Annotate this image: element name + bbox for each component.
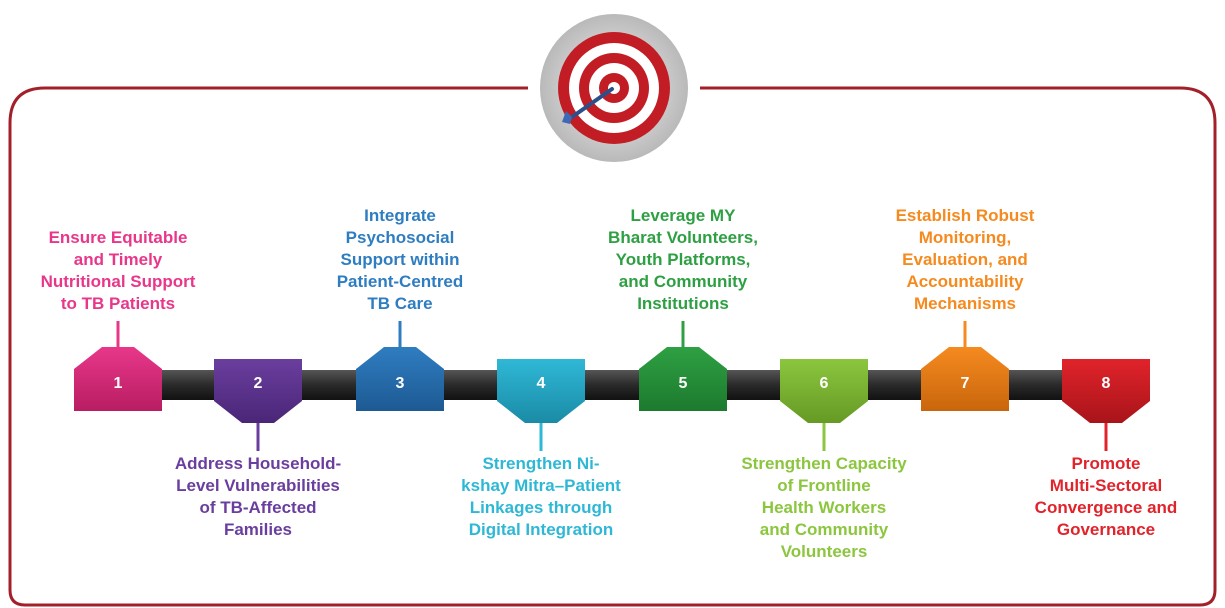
step-label-line: and Timely	[73, 250, 163, 269]
step-label-line: Governance	[1056, 520, 1156, 539]
step-marker-shape	[780, 359, 868, 423]
step-label-line: TB Care	[367, 294, 433, 313]
step-label-line: Accountability	[906, 272, 1024, 291]
step-label-line: Support within	[340, 250, 460, 269]
frame-border	[8, 86, 1217, 607]
step-label-line: of TB-Affected	[199, 498, 317, 517]
step-label-line: Health Workers	[761, 498, 887, 517]
step-label-line: Ensure Equitable	[48, 228, 188, 247]
step-label-line: Digital Integration	[468, 520, 614, 539]
step-label-line: Address Household-	[174, 454, 342, 473]
step-number-2: 2	[253, 375, 263, 392]
step-marker-3	[356, 321, 444, 411]
step-marker-shape	[356, 347, 444, 411]
step-label-line: Mechanisms	[913, 294, 1017, 313]
step-label-line: Youth Platforms,	[615, 250, 751, 269]
step-marker-shape	[921, 347, 1009, 411]
step-label-line: Bharat Volunteers,	[608, 228, 758, 247]
step-label-line: Multi-Sectoral	[1049, 476, 1163, 495]
step-label-line: Institutions	[637, 294, 729, 313]
step-label-5: Leverage MY Bharat Volunteers, Youth Platf…	[583, 205, 783, 315]
step-marker-shape	[74, 347, 162, 411]
step-marker-4	[497, 359, 585, 451]
step-number-4: 4	[536, 375, 546, 392]
step-label-line: Monitoring,	[918, 228, 1012, 247]
step-marker-5	[639, 321, 727, 411]
step-label-line: to TB Patients	[60, 294, 176, 313]
step-label-line: Psychosocial	[345, 228, 455, 247]
step-marker-shape	[214, 359, 302, 423]
step-label-line: Nutritional Support	[40, 272, 196, 291]
step-marker-shape	[497, 359, 585, 423]
step-label-line: Establish Robust	[895, 206, 1035, 225]
step-number-3: 3	[395, 375, 405, 392]
step-label-line: and Community	[618, 272, 748, 291]
step-label-line: and Community	[759, 520, 889, 539]
step-marker-2	[214, 359, 302, 451]
step-label-line: Promote	[1071, 454, 1141, 473]
step-label-line: Level Vulnerabilities	[176, 476, 340, 495]
step-label-line: Convergence and	[1034, 498, 1178, 517]
step-label-line: Strengthen Ni-	[482, 454, 600, 473]
step-number-8: 8	[1101, 375, 1111, 392]
step-label-line: Integrate	[364, 206, 436, 225]
step-marker-shape	[1062, 359, 1150, 423]
step-marker-7	[921, 321, 1009, 411]
step-label-line: Linkages through	[469, 498, 613, 517]
step-number-5: 5	[678, 375, 688, 392]
step-label-line: Families	[223, 520, 293, 539]
step-label-line: Leverage MY	[630, 206, 736, 225]
step-number-7: 7	[960, 375, 970, 392]
step-label-line: Strengthen Capacity	[741, 454, 907, 473]
step-marker-shape	[639, 347, 727, 411]
step-label-line: Evaluation, and	[902, 250, 1028, 269]
step-marker-8	[1062, 359, 1150, 451]
step-label-2: Address Household- Level Vulnerabilities o…	[158, 453, 358, 541]
step-label-line: Patient-Centred	[336, 272, 464, 291]
step-marker-6	[780, 359, 868, 451]
step-number-6: 6	[819, 375, 829, 392]
step-label-line: kshay Mitra–Patient	[461, 476, 621, 495]
step-label-line: Volunteers	[780, 542, 868, 561]
step-label-line: of Frontline	[777, 476, 871, 495]
step-number-1: 1	[113, 375, 123, 392]
step-marker-1	[74, 321, 162, 411]
target-icon	[540, 14, 688, 162]
